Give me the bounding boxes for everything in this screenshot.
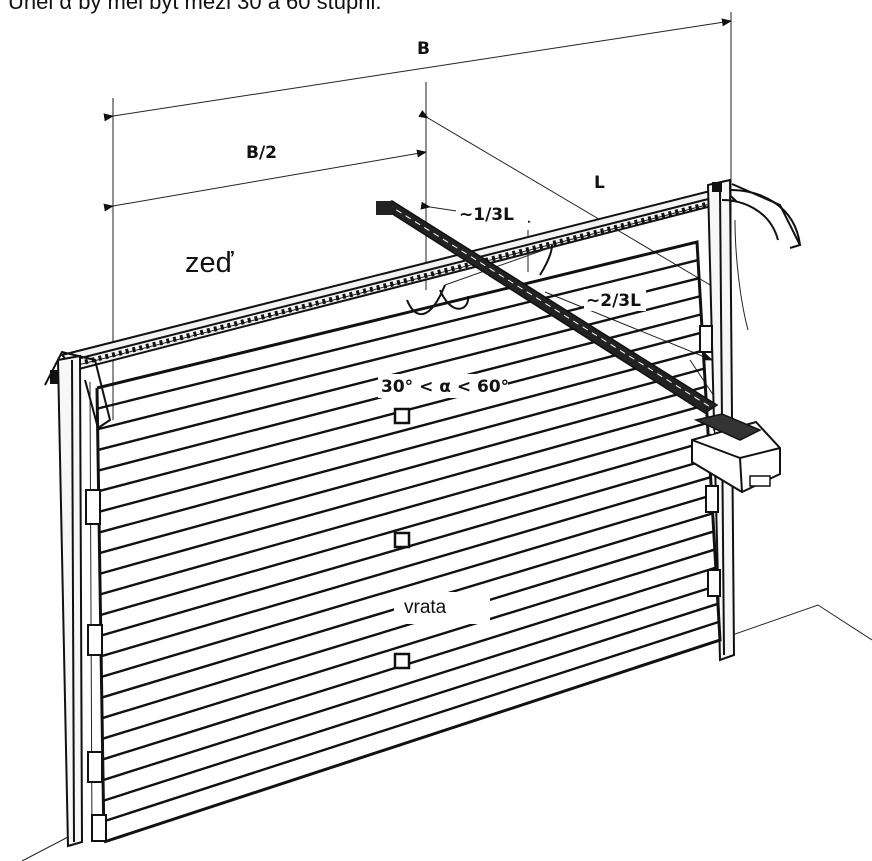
door-panel-line bbox=[101, 530, 715, 720]
door-panel-line bbox=[102, 548, 716, 740]
label-two-thirds: ~2/3L bbox=[586, 291, 641, 311]
door-panel-line bbox=[100, 439, 709, 617]
door-panel-line bbox=[102, 584, 718, 782]
door-handles bbox=[393, 407, 411, 670]
left-hinges bbox=[85, 489, 107, 842]
door-panel-line bbox=[100, 476, 711, 658]
door-panel-line bbox=[98, 349, 704, 513]
drawbar-arm bbox=[406, 244, 553, 316]
caption-fragment: Úhel α by měl být mezi 30 a 60 stupni. bbox=[8, 0, 381, 14]
label-one-third: ~1/3L bbox=[459, 205, 514, 225]
door-panel-line bbox=[98, 367, 705, 534]
door-panel-line bbox=[97, 295, 701, 452]
door-panel-line bbox=[101, 494, 712, 679]
opener-rail bbox=[376, 200, 719, 414]
label-l: L bbox=[594, 173, 605, 193]
floor-lines bbox=[21, 604, 872, 861]
door-panel-line bbox=[99, 403, 707, 575]
door-panel-line bbox=[99, 421, 708, 596]
label-door: vrata bbox=[404, 597, 447, 618]
door-panel-line bbox=[97, 258, 699, 410]
two-thirds-label-bg bbox=[584, 289, 646, 311]
angle-label-bg bbox=[378, 374, 508, 398]
door-panel-line bbox=[102, 602, 719, 802]
label-b: B bbox=[417, 39, 430, 59]
label-angle-range: 30° < α < 60° bbox=[381, 377, 509, 397]
door-panel-line bbox=[99, 385, 706, 555]
label-wall: zeď bbox=[185, 247, 235, 279]
label-b-half: B/2 bbox=[246, 143, 277, 163]
door-label-bg bbox=[394, 592, 490, 624]
right-hinges bbox=[699, 325, 721, 597]
dimension-b-half bbox=[103, 82, 427, 290]
motor-unit bbox=[691, 413, 781, 494]
door-panel-line bbox=[103, 620, 720, 823]
one-third-label-bg bbox=[456, 203, 528, 225]
